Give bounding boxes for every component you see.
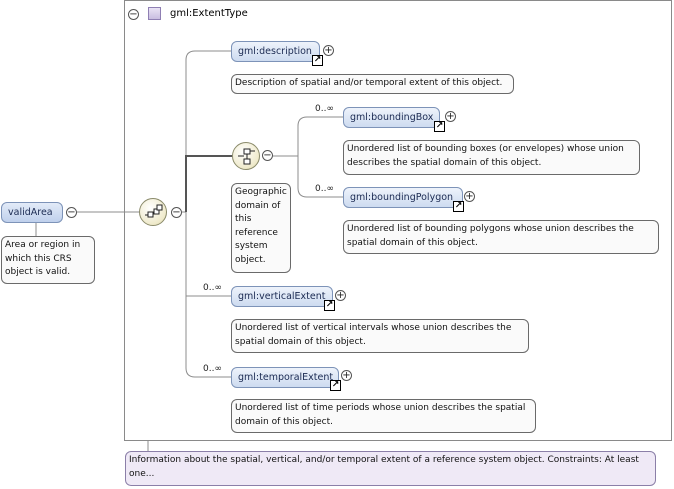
element-temporalExtent-annotation: Unordered list of time periods whose uni…	[231, 399, 536, 433]
element-description-expand-toggle[interactable]: +	[323, 45, 334, 56]
expand-icon: +	[336, 290, 345, 301]
element-temporalExtent[interactable]: gml:temporalExtent	[231, 367, 339, 388]
element-description-name: gml:description	[238, 46, 312, 57]
element-description-annotation: Description of spatial and/or temporal e…	[231, 74, 514, 94]
root-annotation: Area or region in which this CRS object …	[1, 236, 95, 284]
root-element-validArea[interactable]: validArea	[1, 202, 63, 223]
reference-link-icon[interactable]: ↗	[312, 55, 323, 66]
element-boundingBox[interactable]: gml:boundingBox	[343, 107, 440, 128]
element-boundingPolygon[interactable]: gml:boundingPolygon	[343, 187, 463, 208]
collapse-icon: −	[67, 207, 76, 218]
element-boundingPolygon-annotation: Unordered list of bounding polygons whos…	[343, 220, 659, 254]
element-verticalExtent-multiplicity: 0..∞	[203, 283, 222, 293]
complex-type-icon	[148, 7, 161, 20]
type-annotation: Information about the spatial, vertical,…	[125, 451, 656, 486]
element-description[interactable]: gml:description	[231, 41, 320, 62]
expand-icon: +	[446, 111, 455, 122]
element-boundingBox-annotation: Unordered list of bounding boxes (or env…	[343, 140, 640, 175]
reference-link-icon[interactable]: ↗	[434, 121, 445, 132]
expand-icon: +	[465, 191, 474, 202]
collapse-icon: −	[129, 9, 138, 20]
root-collapse-toggle[interactable]: −	[66, 207, 77, 218]
reference-link-icon[interactable]: ↗	[453, 201, 464, 212]
choice-collapse-toggle[interactable]: −	[262, 150, 273, 161]
expand-icon: +	[324, 45, 333, 56]
reference-link-icon[interactable]: ↗	[330, 380, 341, 391]
choice-compositor[interactable]	[232, 142, 260, 170]
choice-annotation: Geographic domain of this reference syst…	[231, 183, 291, 273]
type-collapse-toggle[interactable]: −	[128, 9, 139, 20]
sequence-compositor[interactable]	[139, 198, 167, 226]
element-verticalExtent-expand-toggle[interactable]: +	[335, 290, 346, 301]
collapse-icon: −	[263, 150, 272, 161]
element-temporalExtent-multiplicity: 0..∞	[203, 364, 222, 374]
element-boundingBox-multiplicity: 0..∞	[315, 104, 334, 114]
type-container	[124, 0, 672, 441]
element-boundingPolygon-multiplicity: 0..∞	[315, 184, 334, 194]
expand-icon: +	[342, 370, 351, 381]
element-verticalExtent-annotation: Unordered list of vertical intervals who…	[231, 319, 529, 353]
reference-link-icon[interactable]: ↗	[324, 300, 335, 311]
type-title: gml:ExtentType	[170, 8, 248, 19]
sequence-icon	[145, 204, 163, 218]
collapse-icon: −	[172, 207, 181, 218]
root-annotation-text: Area or region in which this CRS object …	[5, 240, 81, 277]
element-boundingPolygon-expand-toggle[interactable]: +	[464, 191, 475, 202]
element-temporalExtent-expand-toggle[interactable]: +	[341, 370, 352, 381]
element-boundingBox-expand-toggle[interactable]: +	[445, 111, 456, 122]
sequence-collapse-toggle[interactable]: −	[171, 207, 182, 218]
root-element-name: validArea	[8, 207, 53, 218]
choice-icon	[238, 148, 255, 165]
element-verticalExtent[interactable]: gml:verticalExtent	[231, 286, 333, 307]
